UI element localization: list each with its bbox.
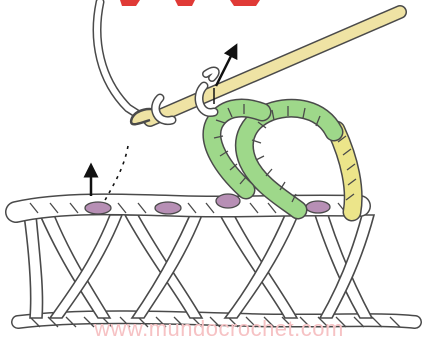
watermark: www.mundocrochet.com — [74, 316, 364, 342]
treble-stitches — [24, 215, 374, 318]
stitch-loop — [306, 201, 330, 213]
stitch-loop — [216, 194, 240, 208]
stitch-loop — [155, 202, 181, 214]
stitch-loop — [85, 202, 111, 214]
header-fragment — [0, 0, 426, 6]
top-chain-row — [16, 194, 360, 214]
